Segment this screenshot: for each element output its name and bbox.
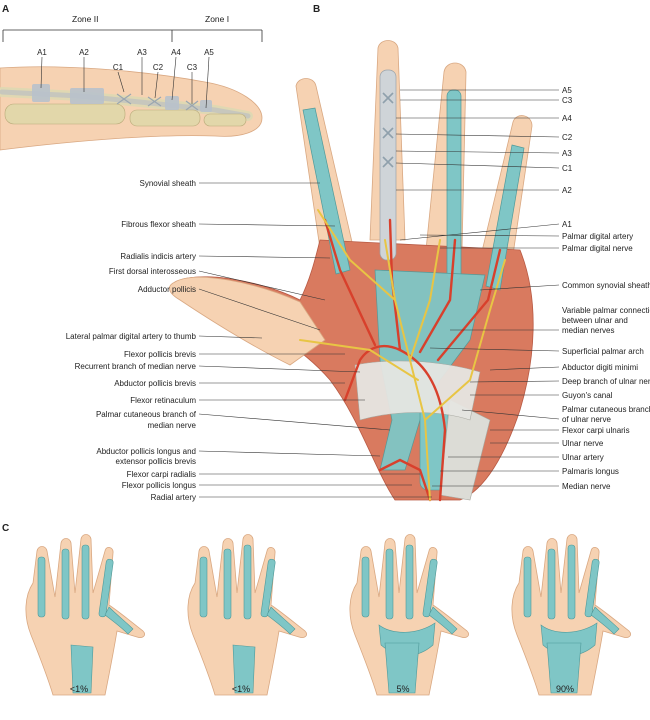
left-label: Flexor retinaculum <box>130 396 196 405</box>
right-leader <box>461 409 560 420</box>
right-label: Palmar digital nerve <box>562 244 633 253</box>
variant-hand-2 <box>187 534 307 696</box>
left-label: Abductor pollicis longus and <box>96 447 196 456</box>
right-label: between ulnar and <box>562 316 628 325</box>
left-label: Recurrent branch of median nerve <box>75 362 197 371</box>
left-leader <box>198 288 321 331</box>
left-leader <box>198 365 361 373</box>
right-leader <box>489 366 560 371</box>
right-label: of ulnar nerve <box>562 415 611 424</box>
right-leader <box>395 133 560 138</box>
right-label: Palmaris longus <box>562 467 619 476</box>
right-label: A5 <box>562 86 572 95</box>
left-label: Radial artery <box>151 493 196 502</box>
zone-1-label: Zone I <box>205 14 229 24</box>
right-label: C2 <box>562 133 573 142</box>
pulley-label-a1: A1 <box>37 48 47 57</box>
left-label: Flexor carpi radialis <box>127 470 196 479</box>
right-label: Variable palmar connection <box>562 306 650 315</box>
variant-percent-3: 5% <box>396 684 409 694</box>
pulley-label-c3: C3 <box>187 63 198 72</box>
right-label: Guyon's canal <box>562 391 613 400</box>
right-label: Common synovial sheath <box>562 281 650 290</box>
right-label: A4 <box>562 114 572 123</box>
right-label: Deep branch of ulnar nerve <box>562 377 650 386</box>
right-label: A2 <box>562 186 572 195</box>
right-label: Ulnar nerve <box>562 439 604 448</box>
left-label: Flexor pollicis longus <box>122 481 196 490</box>
left-label: Synovial sheath <box>140 179 196 188</box>
left-label: extensor pollicis brevis <box>116 457 196 466</box>
pulley-label-a2: A2 <box>79 48 89 57</box>
variant-hand-3 <box>349 534 469 696</box>
left-leader <box>198 335 263 339</box>
right-label: Palmar digital artery <box>562 232 633 241</box>
right-label: A3 <box>562 149 572 158</box>
right-leader <box>479 284 560 291</box>
variant-hand-4 <box>511 534 631 696</box>
right-label: A1 <box>562 220 572 229</box>
panel-c-label: C <box>2 523 9 534</box>
left-label: Adductor pollicis <box>138 285 196 294</box>
pulley-leader <box>117 71 125 93</box>
right-label: Ulnar artery <box>562 453 604 462</box>
right-label: C1 <box>562 164 573 173</box>
right-label: Palmar cutaneous branch <box>562 405 650 414</box>
left-leader <box>198 450 381 457</box>
variant-percent-4: 90% <box>556 684 574 694</box>
left-leader <box>198 270 326 301</box>
right-label: Superficial palmar arch <box>562 347 644 356</box>
right-label: median nerves <box>562 326 614 335</box>
pulley-label-a4: A4 <box>171 48 181 57</box>
right-leader <box>399 223 560 241</box>
variant-percent-2: <1% <box>232 684 250 694</box>
right-leader <box>395 162 560 169</box>
right-label: C3 <box>562 96 573 105</box>
pulley-leader <box>205 56 210 109</box>
left-label: First dorsal interosseous <box>109 267 196 276</box>
left-label: Flexor pollicis brevis <box>124 350 196 359</box>
finger-illustration <box>0 66 263 151</box>
sheath-variant-hands: <1% <1% 5% 90% <box>25 534 631 696</box>
pulley-label-a5: A5 <box>204 48 214 57</box>
zone-bracket <box>2 29 263 42</box>
zone-2-label: Zone II <box>72 14 98 24</box>
left-label: Palmar cutaneous branch of <box>96 410 197 419</box>
panel-a-label: A <box>2 4 9 15</box>
left-label: Radialis indicis artery <box>120 252 196 261</box>
right-leader <box>419 234 560 237</box>
left-leader <box>198 255 331 259</box>
pulley-leader <box>171 56 177 101</box>
panel-b-label: B <box>313 4 320 15</box>
left-label: Fibrous flexor sheath <box>121 220 196 229</box>
variant-hand-1 <box>25 534 145 696</box>
right-label: Median nerve <box>562 482 611 491</box>
left-label: median nerve <box>148 421 197 430</box>
right-leader <box>429 347 560 352</box>
pulley-leader <box>40 56 43 89</box>
left-label: Abductor pollicis brevis <box>114 379 196 388</box>
pulley-label-a3: A3 <box>137 48 147 57</box>
pulley-label-c1: C1 <box>113 63 124 72</box>
left-leader <box>198 223 336 227</box>
pulley-leader <box>154 71 159 99</box>
left-leader <box>198 413 391 431</box>
left-label: Lateral palmar digital artery to thumb <box>66 332 197 341</box>
right-leader <box>469 380 560 383</box>
hand-illustration <box>169 40 534 502</box>
right-label: Abductor digiti minimi <box>562 363 638 372</box>
pulley-label-c2: C2 <box>153 63 164 72</box>
right-label: Flexor carpi ulnaris <box>562 426 630 435</box>
right-leader <box>395 150 560 154</box>
variant-percent-1: <1% <box>70 684 88 694</box>
